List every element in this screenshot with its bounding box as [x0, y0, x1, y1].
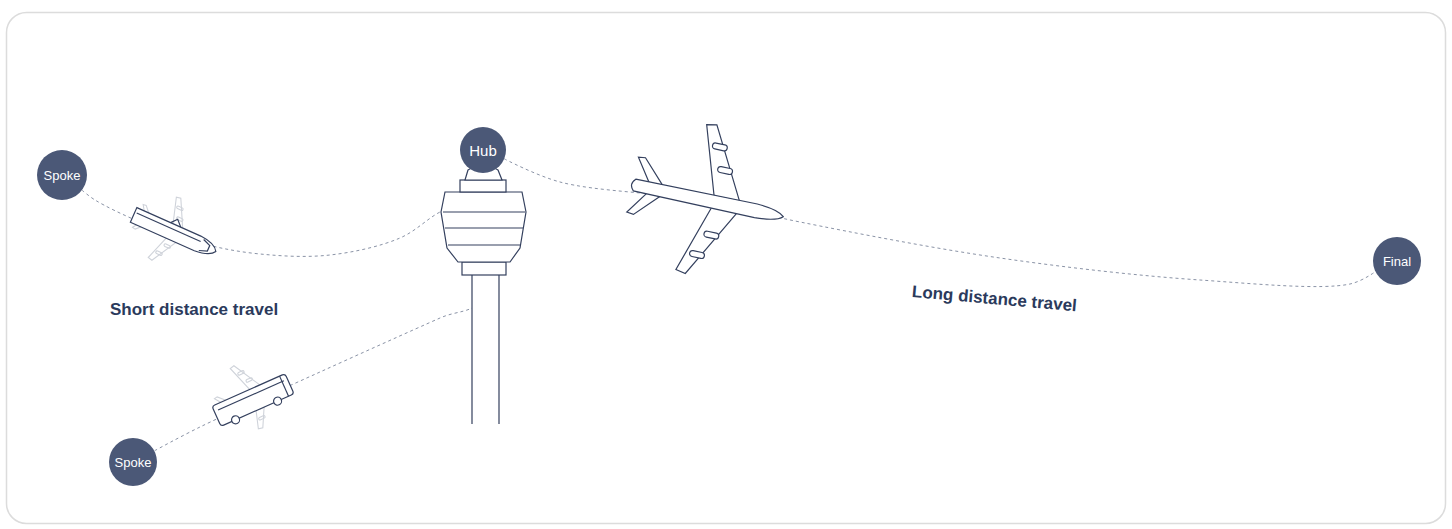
bus-icon [212, 374, 296, 430]
station-circle: Final [1373, 237, 1421, 285]
station-name: Hub [469, 143, 497, 158]
ghost-plane [205, 350, 297, 441]
station-name: Spoke [115, 456, 152, 469]
route-line [504, 159, 1375, 287]
control-tower [441, 165, 526, 424]
station-circle: Spoke [37, 150, 87, 200]
station-circle: Hub [460, 127, 506, 173]
station-name: Spoke [44, 169, 81, 182]
airplane-icon [616, 110, 799, 291]
frame-border [7, 13, 1446, 524]
station-name: Final [1383, 255, 1411, 268]
travel-label: Short distance travel [110, 300, 278, 320]
train-icon [130, 202, 221, 259]
